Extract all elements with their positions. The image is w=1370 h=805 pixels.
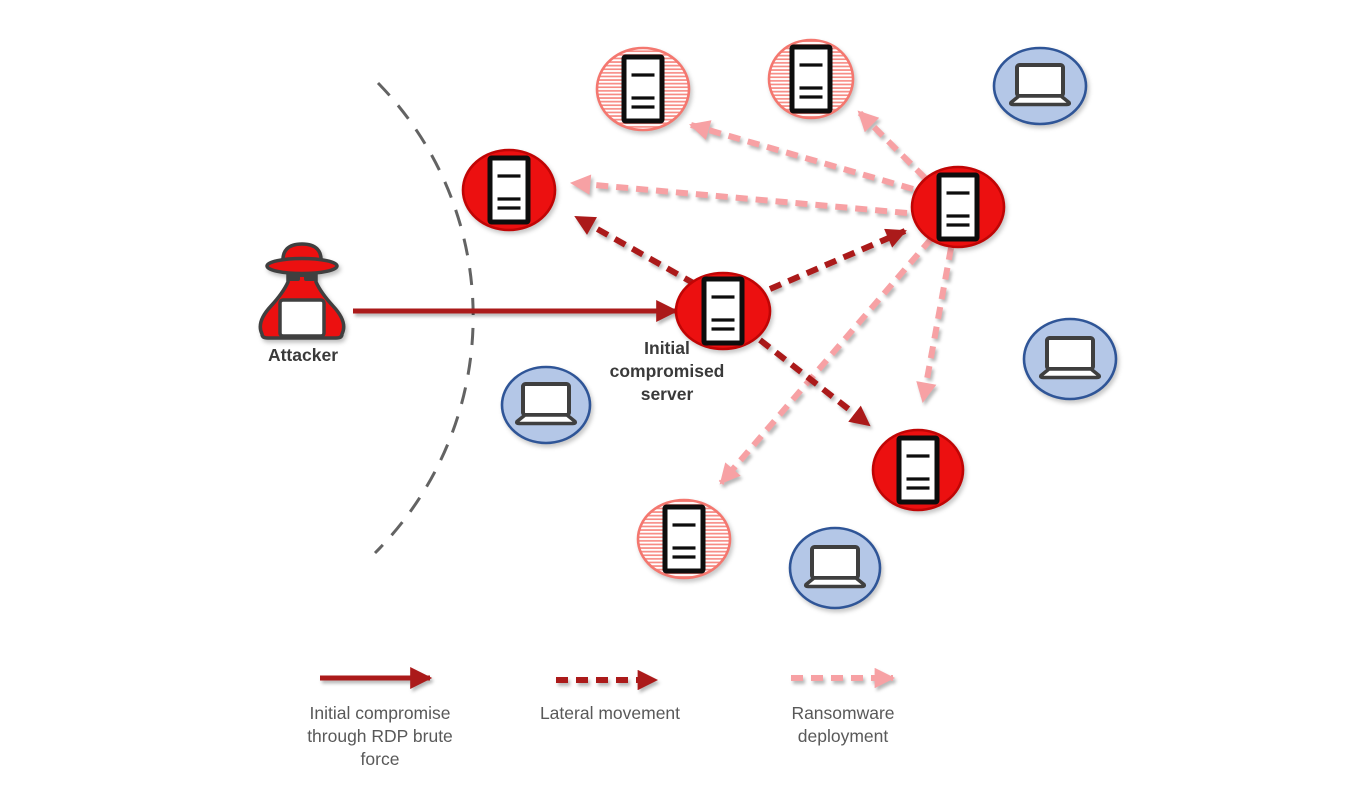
legend-label-ransomware-deployment: Ransomware deployment: [791, 703, 895, 746]
attacker-label: Attacker: [267, 345, 339, 365]
node-laptop-top-right: [992, 46, 1088, 126]
arrow-ransomware-to-top-right-striped: [856, 109, 928, 181]
laptop-icon: [1009, 63, 1071, 107]
network-boundary-arc: [373, 81, 475, 555]
arrow-ransomware-to-left-server: [569, 174, 908, 216]
legend-label-initial-compromise: Initial compromise through RDP brute for…: [307, 703, 453, 769]
arrow-ransomware-to-bottom-server: [916, 247, 954, 404]
node-server-striped-top-left: [595, 46, 691, 132]
attacker-icon: [258, 242, 346, 340]
node-server-red-right: [910, 165, 1006, 249]
server-icon: [621, 54, 665, 124]
arrow-lateral-to-right-server: [768, 228, 907, 292]
arrow-lateral-to-left-server: [574, 214, 697, 287]
server-icon: [662, 504, 706, 574]
initial-server-label: Initial compromised server: [609, 338, 725, 404]
server-icon: [789, 44, 833, 114]
node-laptop-right: [1022, 317, 1118, 401]
node-server-red-left: [461, 148, 557, 232]
node-laptop-left: [500, 365, 592, 445]
node-server-red-bottom: [871, 428, 965, 512]
server-icon: [896, 435, 940, 505]
node-initial-compromised-server: [674, 271, 772, 351]
node-server-striped-top-right: [767, 38, 855, 120]
laptop-icon: [1039, 336, 1101, 380]
server-icon: [936, 172, 980, 242]
arrow-lateral-to-bottom-server: [758, 337, 871, 428]
node-laptop-bottom: [788, 526, 882, 610]
server-icon: [487, 155, 531, 225]
server-icon: [701, 276, 745, 346]
laptop-icon: [804, 545, 866, 589]
node-server-striped-bottom: [636, 498, 732, 580]
arrow-ransomware-to-bottom-striped: [718, 237, 934, 485]
legend-label-lateral-movement: Lateral movement: [539, 703, 681, 723]
laptop-icon: [515, 382, 577, 426]
